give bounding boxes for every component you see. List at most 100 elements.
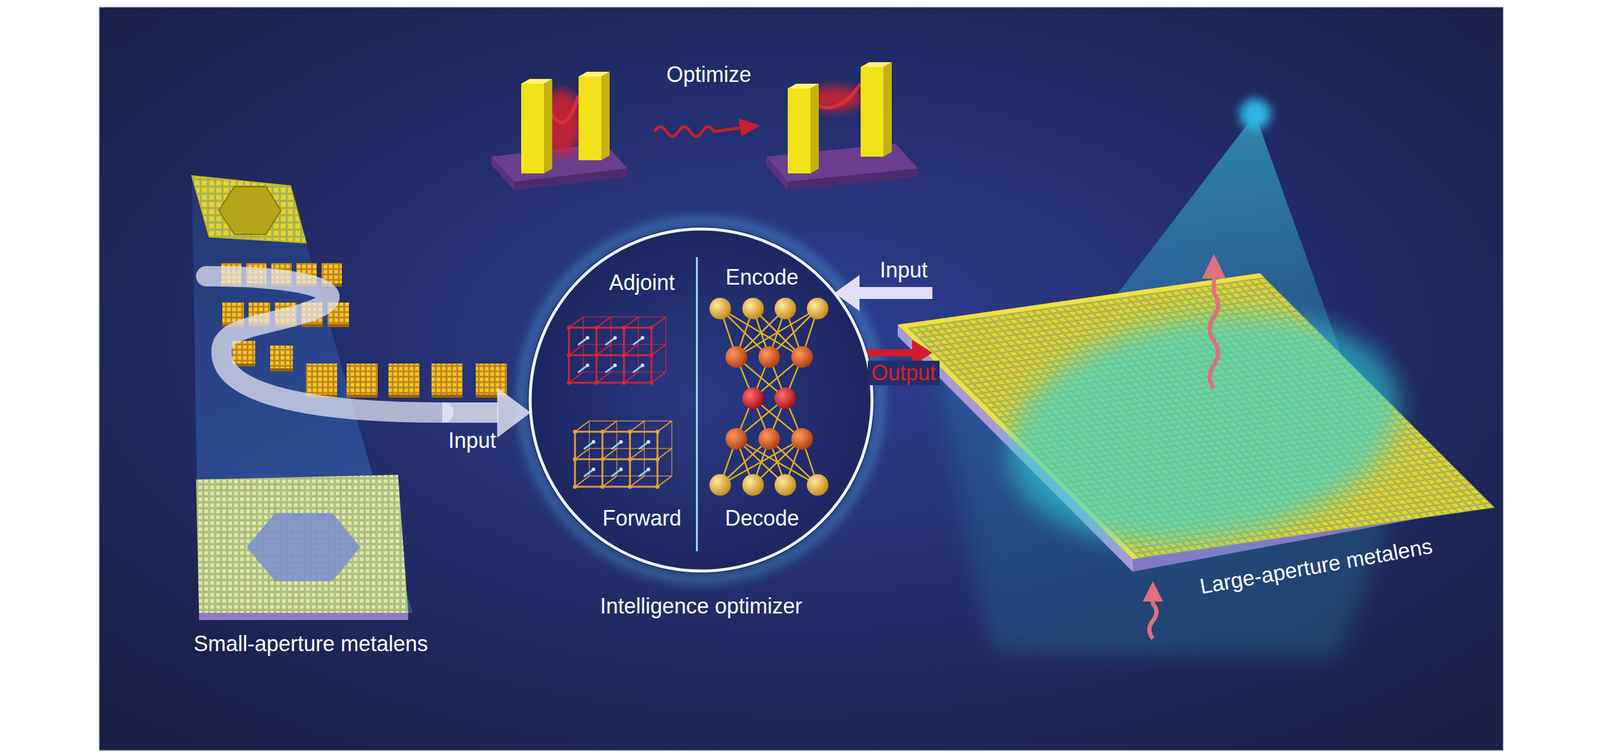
circle-ring bbox=[530, 228, 873, 571]
lattice-node bbox=[622, 353, 627, 358]
circle-glow bbox=[521, 220, 881, 580]
lattice-line bbox=[568, 354, 652, 357]
lattice-line bbox=[629, 448, 645, 460]
network-neuron bbox=[742, 473, 764, 496]
arrow-head bbox=[1142, 580, 1164, 602]
lattice-line bbox=[568, 344, 584, 356]
block bbox=[431, 363, 463, 395]
lattice-line bbox=[589, 420, 672, 422]
arrow-head bbox=[834, 274, 860, 311]
arrow-head bbox=[497, 387, 531, 438]
field-arrow bbox=[646, 467, 651, 471]
optimizer-circle: AdjointEncodeForwardDecodeIntelligence o… bbox=[527, 226, 875, 633]
field-arrow bbox=[632, 365, 643, 373]
pillar bbox=[810, 83, 819, 174]
method-label: Adjoint bbox=[609, 270, 675, 295]
connector-line bbox=[858, 286, 933, 299]
field-arrow bbox=[619, 467, 623, 471]
field-arrow bbox=[605, 365, 616, 373]
field-arrow bbox=[577, 365, 588, 373]
lattice-node bbox=[655, 429, 660, 434]
field-arrow bbox=[619, 439, 623, 444]
pillar bbox=[787, 88, 811, 174]
lattice-line bbox=[568, 381, 652, 384]
circle-outline bbox=[527, 226, 875, 574]
network-neuron bbox=[709, 297, 731, 320]
pillar bbox=[883, 62, 892, 157]
background-panel bbox=[99, 7, 1504, 751]
lattice-line bbox=[657, 420, 672, 432]
lattice-line bbox=[574, 448, 590, 460]
field-arrow bbox=[585, 363, 590, 367]
lattice-node bbox=[594, 325, 599, 330]
field-arrow bbox=[605, 337, 616, 345]
pillar-base bbox=[766, 156, 788, 191]
focal-spot bbox=[1239, 98, 1271, 130]
field-arrow bbox=[613, 363, 617, 367]
field-arrow bbox=[611, 441, 621, 449]
network-neuron bbox=[774, 473, 797, 496]
metalens-node: Large-aperture metalens bbox=[932, 262, 1477, 646]
node-title: Large-aperture metalens bbox=[1197, 533, 1434, 599]
lattice-line bbox=[589, 475, 672, 477]
lattice-node bbox=[655, 484, 660, 489]
lattice-line bbox=[651, 371, 666, 383]
lattice-node bbox=[600, 429, 605, 434]
lattice-node bbox=[649, 353, 654, 358]
field-arrow bbox=[646, 439, 651, 444]
field-arrow bbox=[591, 467, 596, 471]
circle-fill bbox=[527, 226, 875, 574]
network-neuron bbox=[791, 346, 813, 368]
block bbox=[232, 340, 256, 364]
field-arrow bbox=[638, 441, 649, 449]
lattice-line bbox=[589, 447, 672, 449]
step-label: Optimize bbox=[666, 62, 752, 87]
network-neuron bbox=[725, 427, 748, 450]
lattice-line bbox=[602, 475, 617, 487]
lattice-line bbox=[657, 475, 672, 487]
lattice-node bbox=[573, 429, 578, 434]
lattice-line bbox=[596, 316, 611, 328]
lattice-node bbox=[594, 353, 599, 358]
lattice-line bbox=[657, 448, 672, 460]
lattice-node bbox=[567, 325, 572, 330]
lattice-node bbox=[567, 353, 572, 358]
field-arrow bbox=[583, 469, 594, 477]
lattice-line bbox=[568, 371, 584, 383]
lattice-line bbox=[568, 316, 584, 328]
block bbox=[346, 363, 378, 395]
pillar bbox=[543, 78, 553, 174]
pillar bbox=[860, 66, 884, 157]
lattice-node bbox=[573, 484, 578, 489]
method-label: Encode bbox=[725, 264, 799, 290]
lattice-line bbox=[623, 316, 639, 328]
node-title: Small-aperture metalens bbox=[193, 631, 428, 656]
lattice-line bbox=[583, 343, 666, 345]
field-arrow bbox=[640, 335, 645, 340]
network-neuron bbox=[742, 297, 764, 320]
network-neuron bbox=[806, 473, 829, 496]
light-wave bbox=[1149, 600, 1157, 639]
lattice-line bbox=[583, 371, 666, 373]
lattice-line bbox=[574, 420, 590, 432]
hexagon-pattern bbox=[246, 512, 361, 581]
network-neuron bbox=[774, 297, 797, 320]
arrow-head bbox=[1201, 254, 1226, 279]
lattice-line bbox=[651, 316, 666, 328]
lattice-node bbox=[655, 457, 660, 462]
network-neuron bbox=[791, 427, 813, 450]
field-arrow bbox=[577, 337, 588, 345]
lattice-line bbox=[651, 344, 666, 356]
lattice-node bbox=[573, 457, 578, 462]
field-arrow bbox=[611, 469, 621, 477]
pillar bbox=[578, 76, 602, 161]
focus-glow bbox=[990, 285, 1418, 572]
small-plate bbox=[196, 474, 409, 613]
lattice-line bbox=[574, 485, 658, 488]
edge-label: Output bbox=[867, 360, 940, 385]
pillar-base bbox=[491, 156, 515, 191]
lattice-line bbox=[568, 326, 652, 329]
network-neuron bbox=[725, 346, 748, 368]
pillar bbox=[787, 83, 819, 89]
